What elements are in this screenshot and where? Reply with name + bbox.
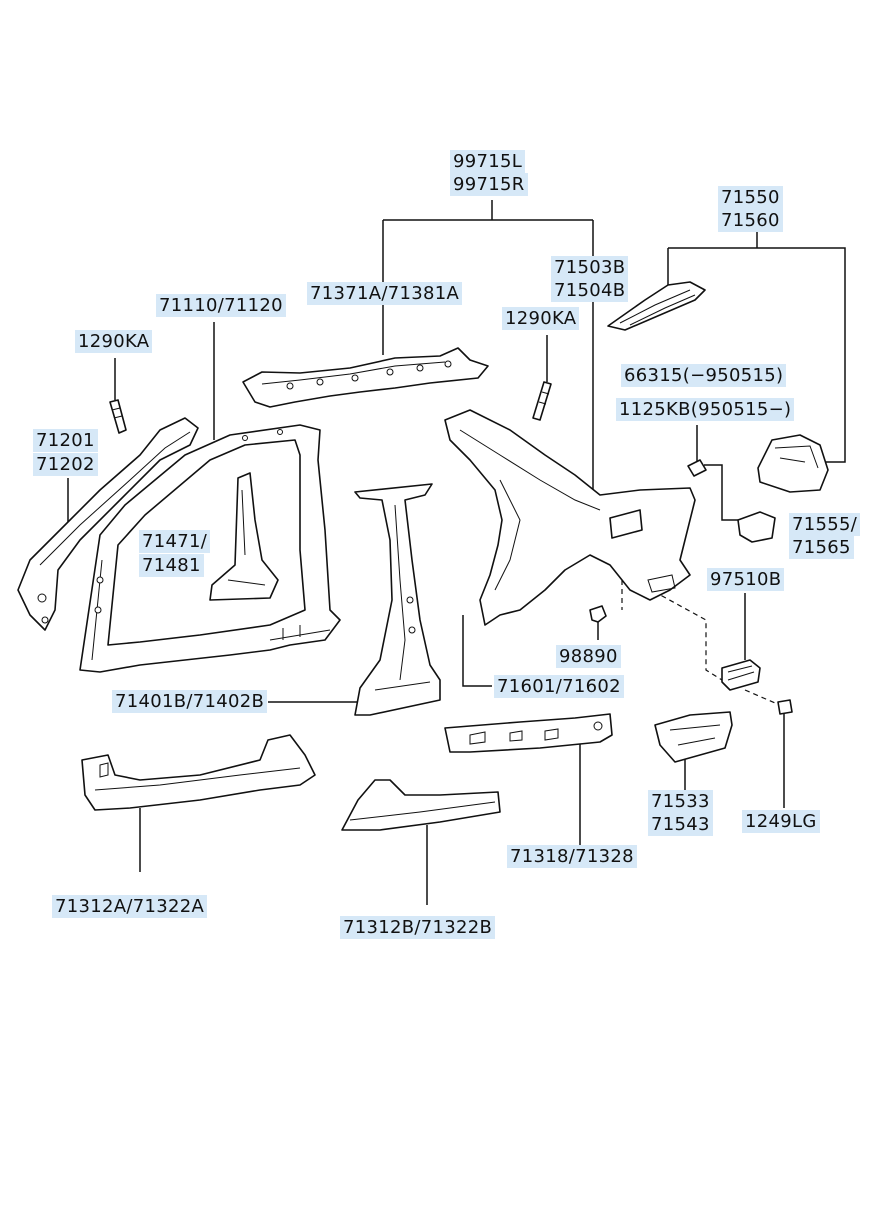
label-71202: 71202 — [33, 453, 98, 476]
label-71312a: 71312A/71322A — [52, 895, 208, 918]
screw-1249lg — [777, 699, 793, 715]
center-pillar-part — [354, 483, 441, 716]
label-71601: 71601/71602 — [494, 675, 624, 698]
label-99715r: 99715R — [450, 173, 528, 196]
bolt-right — [532, 381, 552, 421]
label-71401b: 71401B/71402B — [112, 690, 268, 713]
label-71543: 71543 — [648, 813, 713, 836]
label-1290ka-right: 1290KA — [502, 307, 580, 330]
label-71481: 71481 — [139, 554, 204, 577]
label-1249lg: 1249LG — [742, 810, 820, 833]
label-71312b: 71312B/71322B — [340, 916, 496, 939]
label-98890: 98890 — [556, 645, 621, 668]
corner-bracket-part — [757, 434, 829, 493]
quarter-glass-bracket-part — [607, 281, 706, 331]
center-pillar-reinforcement-part — [209, 472, 279, 601]
rear-sill-part — [341, 779, 501, 831]
label-71371a: 71371A/71381A — [307, 282, 463, 305]
label-71555: 71555/ — [789, 513, 861, 536]
label-71533: 71533 — [648, 790, 713, 813]
clip-fastener — [687, 459, 707, 477]
label-71110: 71110/71120 — [156, 294, 286, 317]
front-pillar-part — [17, 417, 199, 631]
label-71318: 71318/71328 — [507, 845, 637, 868]
leader-lines — [67, 200, 846, 905]
front-sill-part — [81, 734, 316, 811]
label-71201: 71201 — [33, 429, 98, 452]
label-71565: 71565 — [789, 536, 854, 559]
label-71503b: 71503B — [551, 256, 629, 279]
roof-rail-part — [242, 347, 489, 408]
rear-bracket-part — [654, 711, 733, 763]
label-66315: 66315(−950515) — [621, 364, 787, 387]
label-71504b: 71504B — [551, 279, 629, 302]
label-71560: 71560 — [718, 209, 783, 232]
clip-98890 — [589, 605, 607, 623]
label-97510b: 97510B — [707, 568, 785, 591]
label-1125kb: 1125KB(950515−) — [616, 398, 795, 421]
lamp-bracket-part — [737, 511, 776, 543]
label-71471: 71471/ — [139, 530, 211, 553]
label-99715l: 99715L — [450, 150, 526, 173]
bolt-left — [109, 399, 127, 434]
label-71550: 71550 — [718, 186, 783, 209]
vent-part — [721, 659, 761, 691]
label-1290ka-left: 1290KA — [75, 330, 153, 353]
rear-rocker-extension-part — [444, 713, 613, 753]
rear-quarter-panel-part — [444, 409, 696, 626]
